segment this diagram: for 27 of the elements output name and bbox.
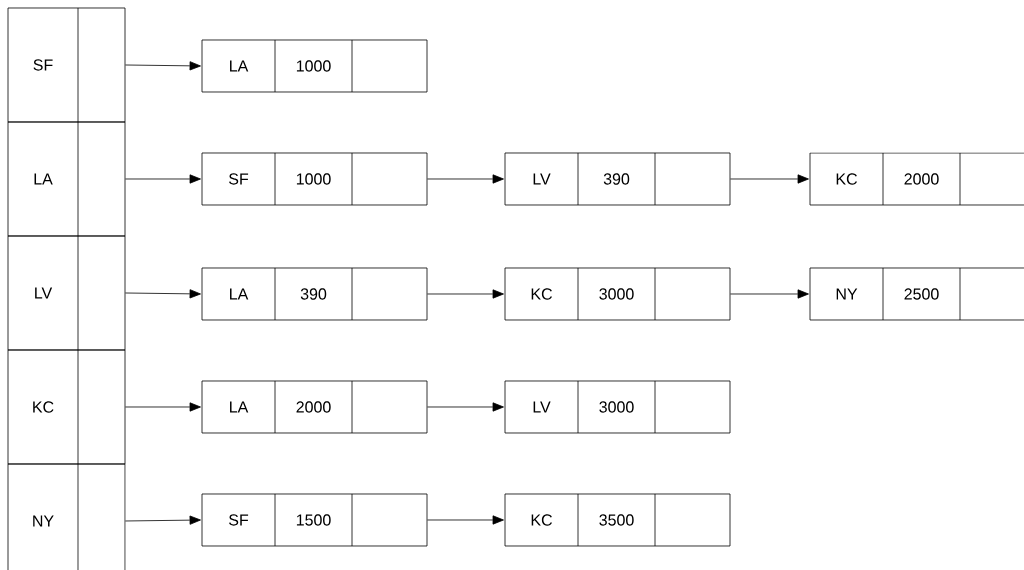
array-cell: SF	[7, 7, 126, 123]
list-record: SF 1000	[201, 152, 428, 206]
list-record: NY 2500	[809, 267, 1024, 321]
list-record: KC 3000	[504, 267, 731, 321]
arrow	[125, 515, 201, 525]
list-record: LV 3000	[504, 380, 731, 434]
array-cell: NY	[7, 463, 126, 570]
list-record: KC 2000	[809, 152, 1024, 206]
arrow	[730, 289, 809, 299]
arrow	[427, 402, 504, 412]
array-cell: KC	[7, 349, 126, 465]
arrow	[125, 61, 201, 71]
list-record: KC 3500	[504, 493, 731, 547]
list-record: LA 2000	[201, 380, 428, 434]
arrow	[427, 515, 504, 525]
array-cell: LV	[7, 235, 126, 351]
list-record: SF 1500	[201, 493, 428, 547]
arrow	[125, 289, 201, 299]
arrow	[125, 402, 201, 412]
list-record: LA 1000	[201, 39, 428, 93]
arrow	[427, 174, 504, 184]
arrow	[730, 174, 809, 184]
array-cell: LA	[7, 121, 126, 237]
arrow	[427, 289, 504, 299]
list-record: LV 390	[504, 152, 731, 206]
arrow	[125, 174, 201, 184]
list-record: LA 390	[201, 267, 428, 321]
